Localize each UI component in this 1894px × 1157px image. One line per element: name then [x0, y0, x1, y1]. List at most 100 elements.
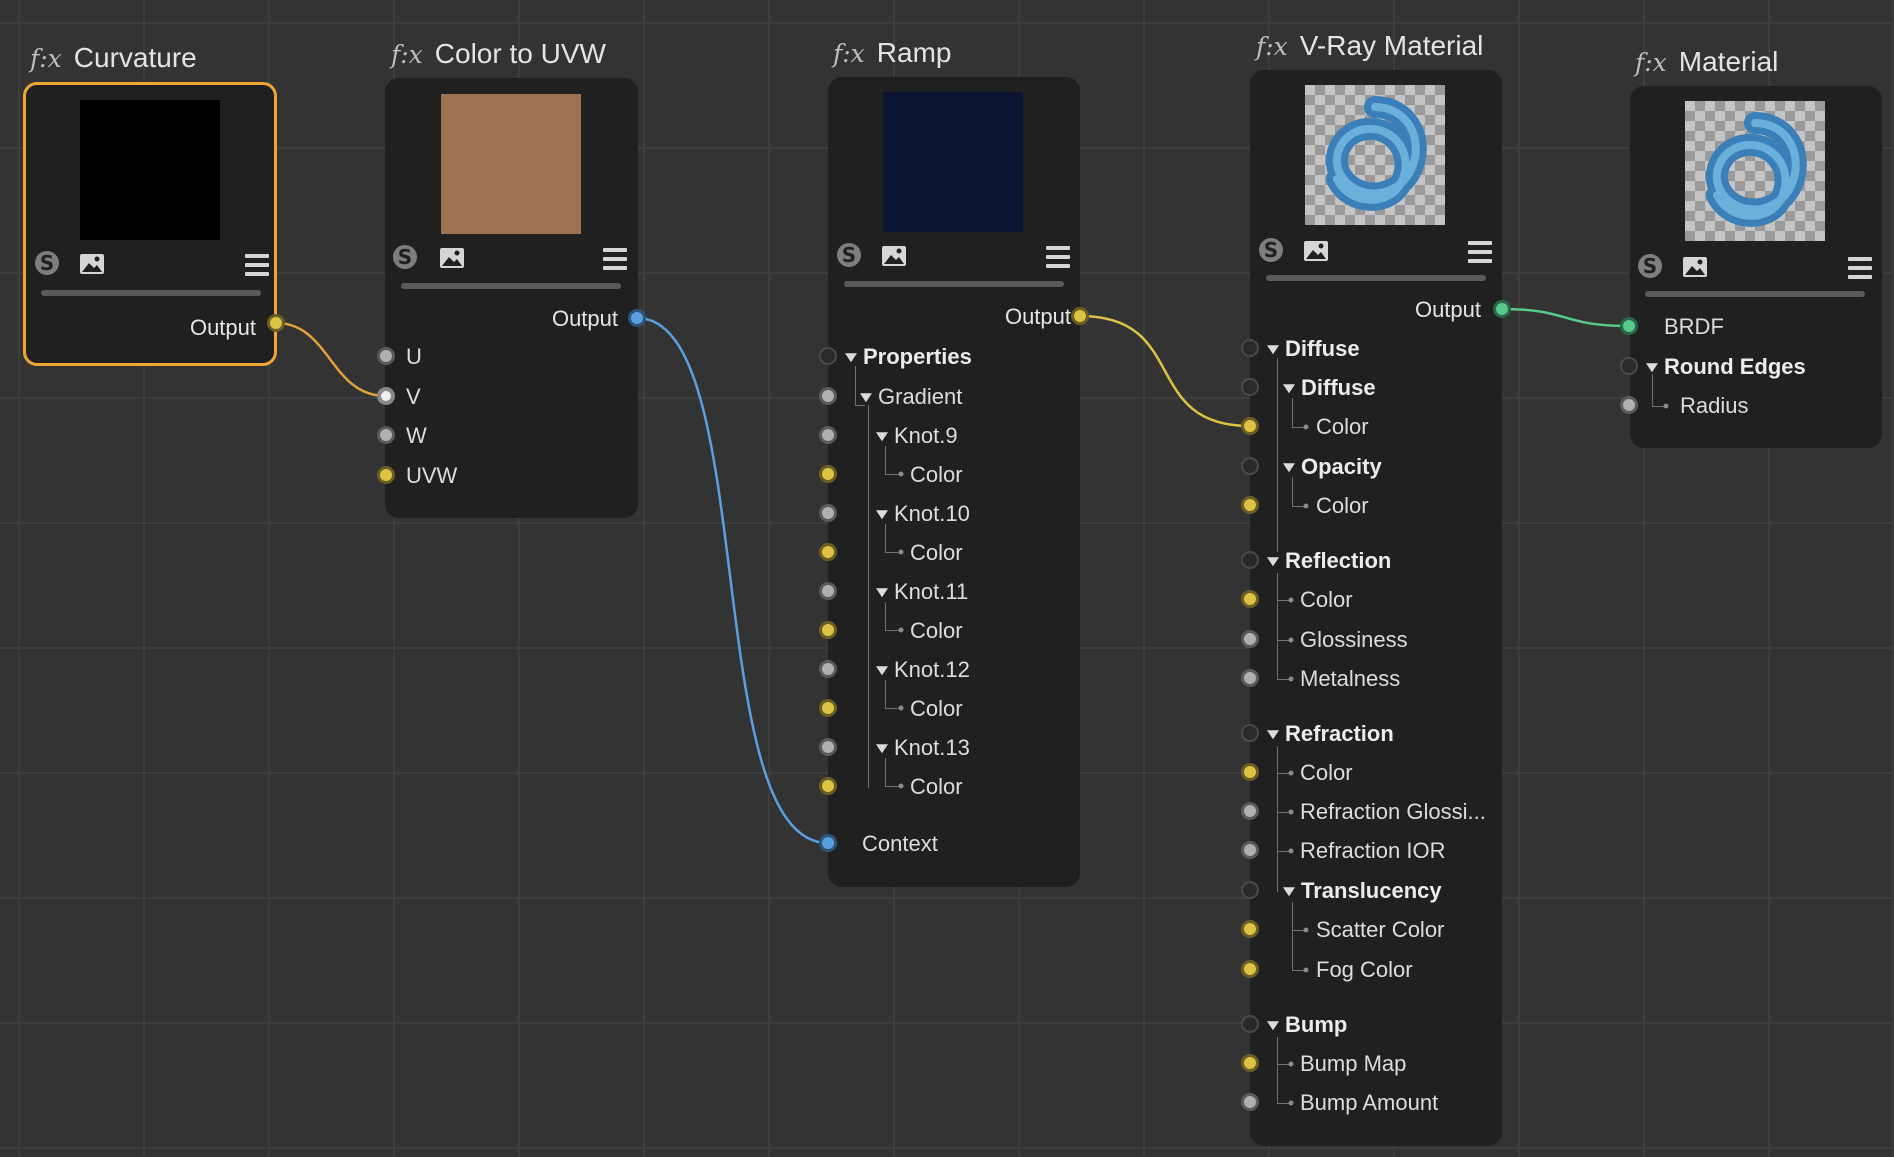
- function-icon: f:x: [391, 40, 423, 69]
- input-port-knot-12-color[interactable]: [819, 699, 837, 717]
- expand-triangle-icon[interactable]: [1267, 1021, 1279, 1031]
- image-icon[interactable]: [1303, 240, 1329, 262]
- input-port-knot-13-color[interactable]: [819, 777, 837, 795]
- menu-icon[interactable]: [1046, 246, 1070, 268]
- input-port-metalness[interactable]: [1241, 669, 1259, 687]
- image-icon[interactable]: [1682, 256, 1708, 278]
- input-port-scatter-color[interactable]: [1241, 920, 1259, 938]
- node-vray-material[interactable]: S Output: [1250, 70, 1502, 1146]
- input-port-knot-10[interactable]: [819, 504, 837, 522]
- input-port-opacity[interactable]: [1241, 457, 1259, 475]
- input-port-refraction-color[interactable]: [1241, 763, 1259, 781]
- wire-vray-to-brdf: [1501, 307, 1630, 328]
- input-port-w[interactable]: [377, 426, 395, 444]
- input-port-context[interactable]: [819, 834, 837, 852]
- output-port[interactable]: [1493, 300, 1511, 318]
- input-port-knot-9[interactable]: [819, 426, 837, 444]
- output-port[interactable]: [1071, 307, 1089, 325]
- expand-triangle-icon[interactable]: [876, 588, 888, 598]
- tree-line: [1292, 398, 1293, 427]
- node-title-curvature[interactable]: f:x Curvature: [30, 42, 197, 74]
- node-title-ramp[interactable]: f:x Ramp: [833, 37, 951, 69]
- input-port-knot-13[interactable]: [819, 738, 837, 756]
- input-port-brdf[interactable]: [1620, 317, 1638, 335]
- input-port-reflection-color[interactable]: [1241, 590, 1259, 608]
- input-port-diffuse-group[interactable]: [1241, 339, 1259, 357]
- expand-triangle-icon[interactable]: [860, 393, 872, 403]
- expand-triangle-icon[interactable]: [876, 510, 888, 520]
- node-title-color-to-uvw[interactable]: f:x Color to UVW: [391, 38, 606, 70]
- tree-line: [885, 474, 899, 475]
- input-port-fog-color[interactable]: [1241, 960, 1259, 978]
- output-port[interactable]: [628, 309, 646, 327]
- knot-label: Knot.12: [894, 657, 970, 682]
- input-port-reflection[interactable]: [1241, 551, 1259, 569]
- node-color-to-uvw[interactable]: S Output: [385, 78, 638, 518]
- input-port-opacity-color[interactable]: [1241, 496, 1259, 514]
- input-port-translucency[interactable]: [1241, 881, 1259, 899]
- expand-triangle-icon[interactable]: [845, 353, 857, 363]
- expand-triangle-icon[interactable]: [1283, 463, 1295, 473]
- input-port-knot-12[interactable]: [819, 660, 837, 678]
- menu-icon[interactable]: [603, 248, 627, 270]
- input-port-refraction-ior[interactable]: [1241, 841, 1259, 859]
- expand-triangle-icon[interactable]: [1646, 363, 1658, 373]
- node-title-material[interactable]: f:x Material: [1635, 46, 1778, 78]
- tree-dot: [1663, 403, 1669, 409]
- s-icon[interactable]: S: [837, 243, 861, 267]
- tree-line: [1292, 506, 1304, 507]
- image-icon[interactable]: [881, 245, 907, 267]
- input-label-glossiness: Glossiness: [1300, 627, 1408, 652]
- s-icon[interactable]: S: [393, 245, 417, 269]
- input-port-refraction-glossiness[interactable]: [1241, 802, 1259, 820]
- node-title-vray-material[interactable]: f:x V-Ray Material: [1256, 30, 1483, 62]
- expand-triangle-icon[interactable]: [1267, 557, 1279, 567]
- input-port-glossiness[interactable]: [1241, 630, 1259, 648]
- input-port-u[interactable]: [377, 347, 395, 365]
- input-port-gradient[interactable]: [819, 387, 837, 405]
- progress-bar: [401, 283, 621, 289]
- input-port-diffuse[interactable]: [1241, 378, 1259, 396]
- s-icon[interactable]: S: [35, 251, 59, 275]
- tree-dot: [1288, 597, 1294, 603]
- input-port-knot-11-color[interactable]: [819, 621, 837, 639]
- input-port-knot-9-color[interactable]: [819, 465, 837, 483]
- output-port[interactable]: [267, 314, 285, 332]
- menu-icon[interactable]: [245, 254, 269, 276]
- node-material[interactable]: S: [1630, 86, 1882, 448]
- node-curvature[interactable]: S Output: [23, 82, 277, 366]
- input-label-uvw: UVW: [406, 463, 458, 488]
- expand-triangle-icon[interactable]: [1283, 887, 1295, 897]
- input-label-w: W: [406, 423, 427, 448]
- expand-triangle-icon[interactable]: [876, 432, 888, 442]
- tree-line: [1652, 374, 1653, 406]
- expand-triangle-icon[interactable]: [1283, 384, 1295, 394]
- expand-triangle-icon[interactable]: [1267, 730, 1279, 740]
- input-port-knot-11[interactable]: [819, 582, 837, 600]
- image-icon[interactable]: [79, 253, 105, 275]
- input-label-radius: Radius: [1680, 393, 1749, 418]
- input-port-diffuse-color[interactable]: [1241, 417, 1259, 435]
- expand-triangle-icon[interactable]: [876, 744, 888, 754]
- input-port-properties[interactable]: [819, 347, 837, 365]
- input-port-bump-amount[interactable]: [1241, 1093, 1259, 1111]
- menu-icon[interactable]: [1468, 241, 1492, 263]
- input-port-knot-10-color[interactable]: [819, 543, 837, 561]
- input-port-round-edges[interactable]: [1620, 357, 1638, 375]
- s-icon[interactable]: S: [1638, 254, 1662, 278]
- node-preview: [883, 92, 1023, 232]
- input-port-bump-map[interactable]: [1241, 1054, 1259, 1072]
- input-label-refraction-glossiness: Refraction Glossi...: [1300, 799, 1486, 824]
- input-port-radius[interactable]: [1620, 396, 1638, 414]
- node-ramp[interactable]: S Output: [828, 77, 1080, 887]
- input-port-v[interactable]: [377, 387, 395, 405]
- menu-icon[interactable]: [1848, 257, 1872, 279]
- input-port-bump[interactable]: [1241, 1015, 1259, 1033]
- expand-triangle-icon[interactable]: [1267, 345, 1279, 355]
- image-icon[interactable]: [439, 247, 465, 269]
- s-icon[interactable]: S: [1259, 238, 1283, 262]
- sub-label-opacity: Opacity: [1301, 454, 1382, 479]
- expand-triangle-icon[interactable]: [876, 666, 888, 676]
- input-port-uvw[interactable]: [377, 466, 395, 484]
- input-port-refraction[interactable]: [1241, 724, 1259, 742]
